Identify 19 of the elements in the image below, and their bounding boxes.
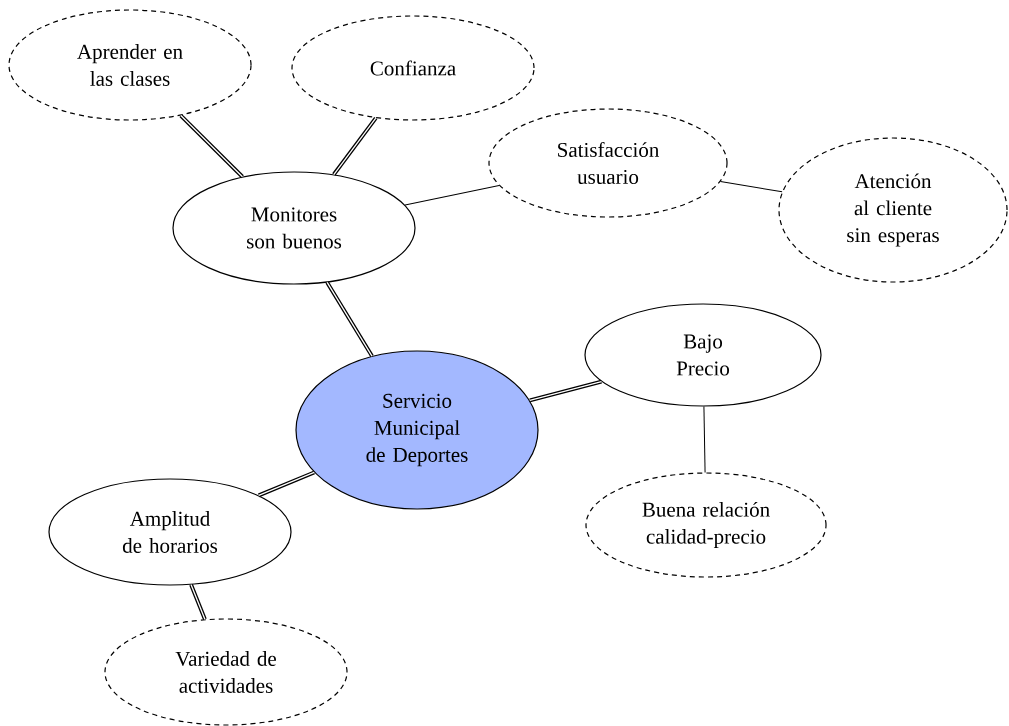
ellipse-node: Bajo Precio [584, 303, 822, 407]
connector-line [179, 114, 244, 179]
connector-line [189, 584, 207, 620]
connector-line [258, 470, 315, 498]
connector-line [703, 406, 706, 473]
connector-line [404, 185, 500, 206]
ellipse-node: Variedad de actividades [104, 618, 348, 726]
ellipse-node: Amplitud de horarios [48, 478, 292, 586]
connector-line [720, 181, 783, 193]
ellipse-node: Confianza [291, 15, 535, 121]
connector-line [529, 379, 603, 403]
ellipse-node: Monitores son buenos [172, 171, 416, 285]
ellipse-node: Satisfacción usuario [488, 108, 728, 218]
connector-line [325, 281, 374, 358]
ellipse-node: Atención al cliente sin esperas [778, 137, 1008, 283]
ellipse-node: Buena relación calidad-precio [585, 472, 827, 578]
connector-line [332, 116, 378, 176]
ellipse-node: Aprender en las clases [8, 9, 252, 121]
ellipse-node: Servicio Municipal de Deportes [295, 350, 539, 510]
